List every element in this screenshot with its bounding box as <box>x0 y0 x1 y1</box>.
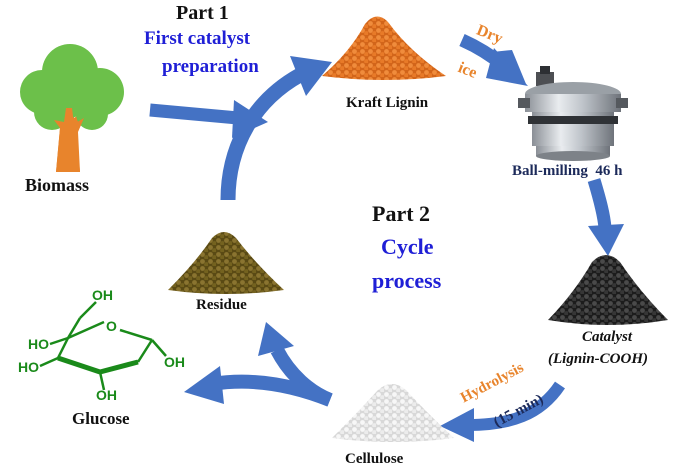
arrow-catalyst-to-cellulose <box>440 381 565 442</box>
cellulose-pile <box>332 384 454 442</box>
glucose-oh-right: OH <box>164 354 185 370</box>
glucose-ho-left-lower: HO <box>18 359 39 375</box>
node-ball-milling-label: Ball-milling 46 h <box>512 163 623 179</box>
part1-subtitle-line1: First catalyst <box>144 28 251 49</box>
glucose-ho-left-upper: HO <box>28 336 49 352</box>
arrow-lignin-to-ballmill <box>459 34 528 86</box>
arrow-ballmill-to-catalyst <box>587 178 624 256</box>
part2-subtitle-line1: Cycle <box>381 234 434 259</box>
node-cellulose-label: Cellulose <box>345 451 404 467</box>
part2-title: Part 2 <box>372 201 431 226</box>
node-catalyst-label-line2: (Lignin-COOH) <box>548 351 649 367</box>
glucose-oh-bottom: OH <box>96 387 117 403</box>
part1-title: Part 1 <box>176 2 229 24</box>
node-kraft-lignin-label: Kraft Lignin <box>346 95 429 111</box>
glucose-structure-icon <box>39 301 167 391</box>
glucose-oh-top: OH <box>92 287 113 303</box>
ball-mill-jar-icon <box>518 66 628 161</box>
tree-icon <box>20 44 124 172</box>
glucose-ring-oxygen: O <box>106 318 117 334</box>
node-catalyst-label-line1: Catalyst <box>582 329 633 345</box>
node-residue-label: Residue <box>196 297 247 313</box>
part1-subtitle-line2: preparation <box>162 56 259 77</box>
node-glucose-label: Glucose <box>72 409 130 428</box>
arrow-cellulose-to-glucose <box>184 366 333 407</box>
residue-pile <box>168 232 284 294</box>
part2-subtitle-line2: process <box>372 268 442 293</box>
catalyst-pile <box>548 255 668 325</box>
arrow-residue-to-lignin <box>220 56 332 201</box>
node-biomass-label: Biomass <box>25 175 90 195</box>
kraft-lignin-pile <box>322 16 446 80</box>
